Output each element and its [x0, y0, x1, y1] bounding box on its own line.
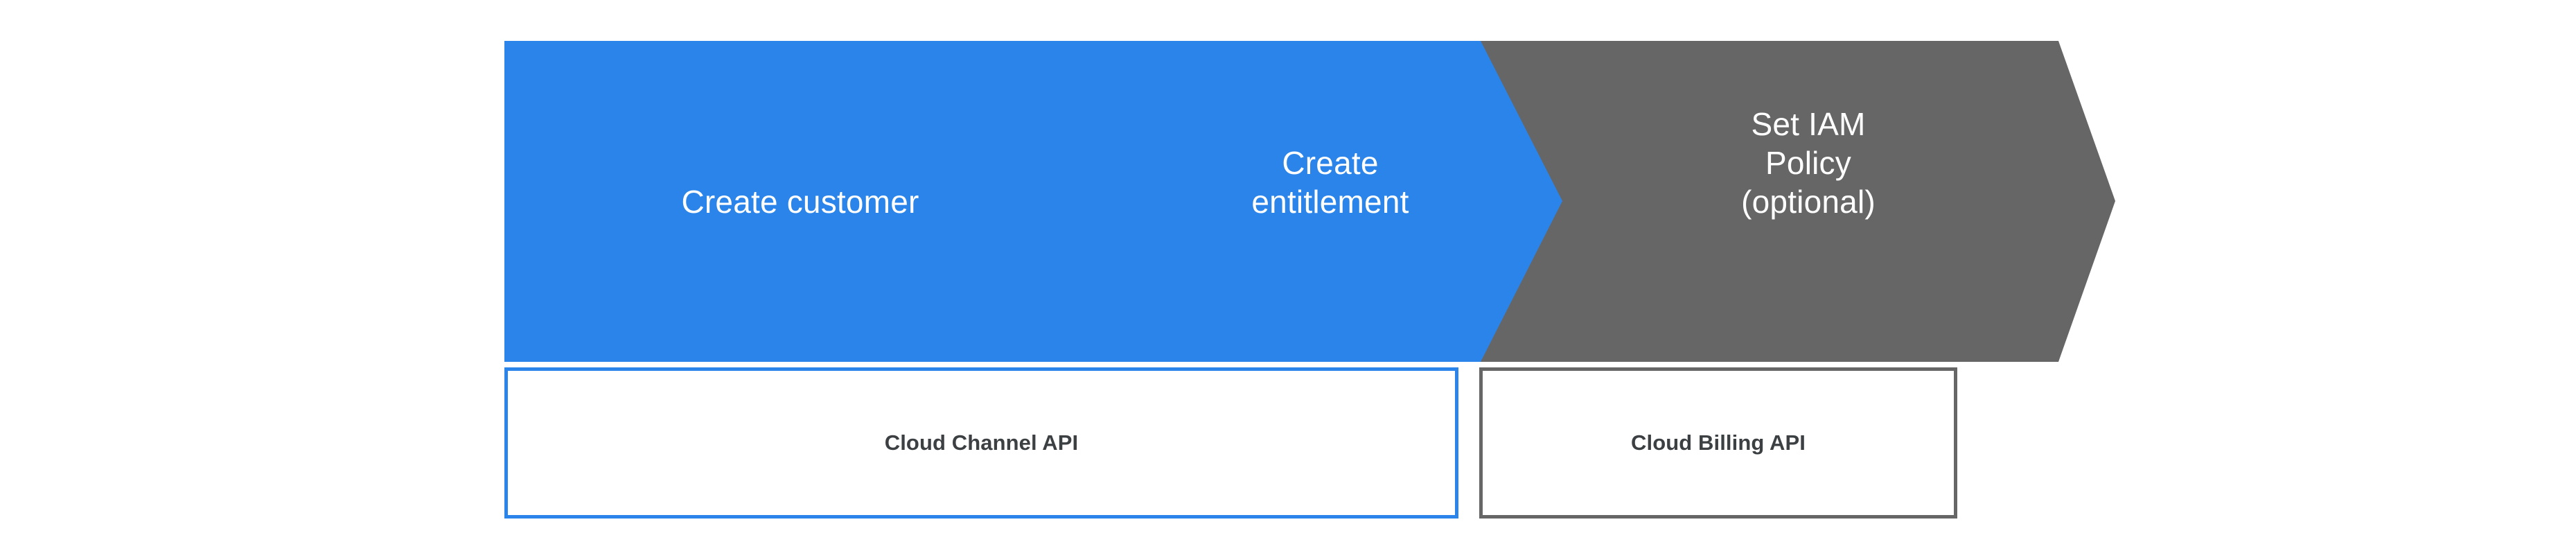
chevron-create-entitlement[interactable] — [1016, 41, 1616, 362]
api-box-cloud-channel-api[interactable]: Cloud Channel API — [504, 367, 1458, 518]
api-box-label-cloud-channel-api: Cloud Channel API — [884, 430, 1079, 455]
api-box-label-cloud-billing-api: Cloud Billing API — [1631, 430, 1806, 455]
chevron-create-customer[interactable] — [504, 41, 1117, 362]
api-box-cloud-billing-api[interactable]: Cloud Billing API — [1479, 367, 1957, 518]
chevron-set-iam-policy[interactable] — [1481, 41, 2115, 362]
